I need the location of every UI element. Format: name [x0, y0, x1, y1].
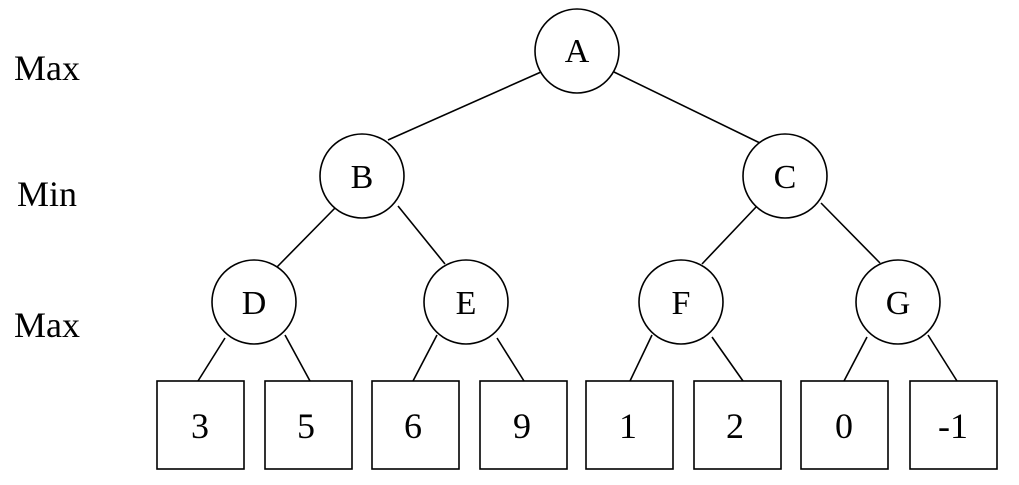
node-b-label: B	[351, 159, 374, 196]
leaf-6-box	[693, 380, 782, 470]
leaf-4-box	[479, 380, 568, 470]
level-label-max-top: Max	[14, 48, 80, 88]
node-b: B	[319, 133, 405, 219]
edge-d-leaf-1	[197, 337, 226, 382]
leaf-5: 1	[585, 380, 674, 470]
node-g: G	[855, 259, 941, 345]
node-d-label: D	[242, 285, 267, 322]
edge-e-leaf-1	[412, 334, 438, 382]
edge-a-b	[387, 71, 542, 141]
node-e-circle	[423, 259, 509, 345]
node-c: C	[742, 133, 828, 219]
leaf-2: 5	[264, 380, 353, 470]
node-c-circle	[742, 133, 828, 219]
leaf-1-value: 3	[191, 406, 209, 446]
node-e: E	[423, 259, 509, 345]
edge-b-d	[276, 206, 337, 268]
leaf-6-value: 2	[726, 406, 744, 446]
leaf-8-value: -1	[938, 406, 968, 446]
node-f-label: F	[672, 285, 691, 322]
edge-c-f	[701, 205, 758, 265]
node-e-label: E	[456, 285, 477, 322]
edge-g-leaf-2	[927, 334, 958, 382]
node-g-circle	[855, 259, 941, 345]
leaf-5-value: 1	[619, 406, 637, 446]
leaf-4: 9	[479, 380, 568, 470]
node-a: A	[534, 8, 620, 94]
node-f-circle	[638, 259, 724, 345]
leaf-4-value: 9	[513, 406, 531, 446]
leaf-3-value: 6	[404, 406, 422, 446]
leaf-2-box	[264, 380, 353, 470]
edge-c-g	[820, 202, 881, 264]
node-g-label: G	[886, 285, 911, 322]
leaf-1: 3	[156, 380, 245, 470]
leaf-6: 2	[693, 380, 782, 470]
leaf-8: -1	[909, 380, 998, 470]
node-b-circle	[319, 133, 405, 219]
node-a-circle	[534, 8, 620, 94]
node-f: F	[638, 259, 724, 345]
node-c-label: C	[774, 159, 797, 196]
leaf-7-box	[800, 380, 889, 470]
leaf-2-value: 5	[297, 406, 315, 446]
edge-d-leaf-2	[284, 334, 311, 382]
edge-e-leaf-2	[496, 337, 525, 382]
node-d-circle	[211, 259, 297, 345]
edge-g-leaf-1	[843, 336, 868, 382]
leaf-7: 0	[800, 380, 889, 470]
edge-b-e	[397, 205, 446, 265]
edge-f-leaf-1	[629, 334, 653, 382]
leaf-3: 6	[371, 380, 460, 470]
leaf-5-box	[585, 380, 674, 470]
leaf-8-box	[909, 380, 998, 470]
leaf-1-box	[156, 380, 245, 470]
leaf-3-box	[371, 380, 460, 470]
leaf-7-value: 0	[835, 406, 853, 446]
node-a-label: A	[565, 33, 590, 70]
edge-a-c	[613, 71, 763, 145]
edge-f-leaf-2	[711, 336, 744, 382]
level-label-max-bottom: Max	[14, 305, 80, 345]
level-label-min: Min	[17, 174, 77, 214]
node-d: D	[211, 259, 297, 345]
